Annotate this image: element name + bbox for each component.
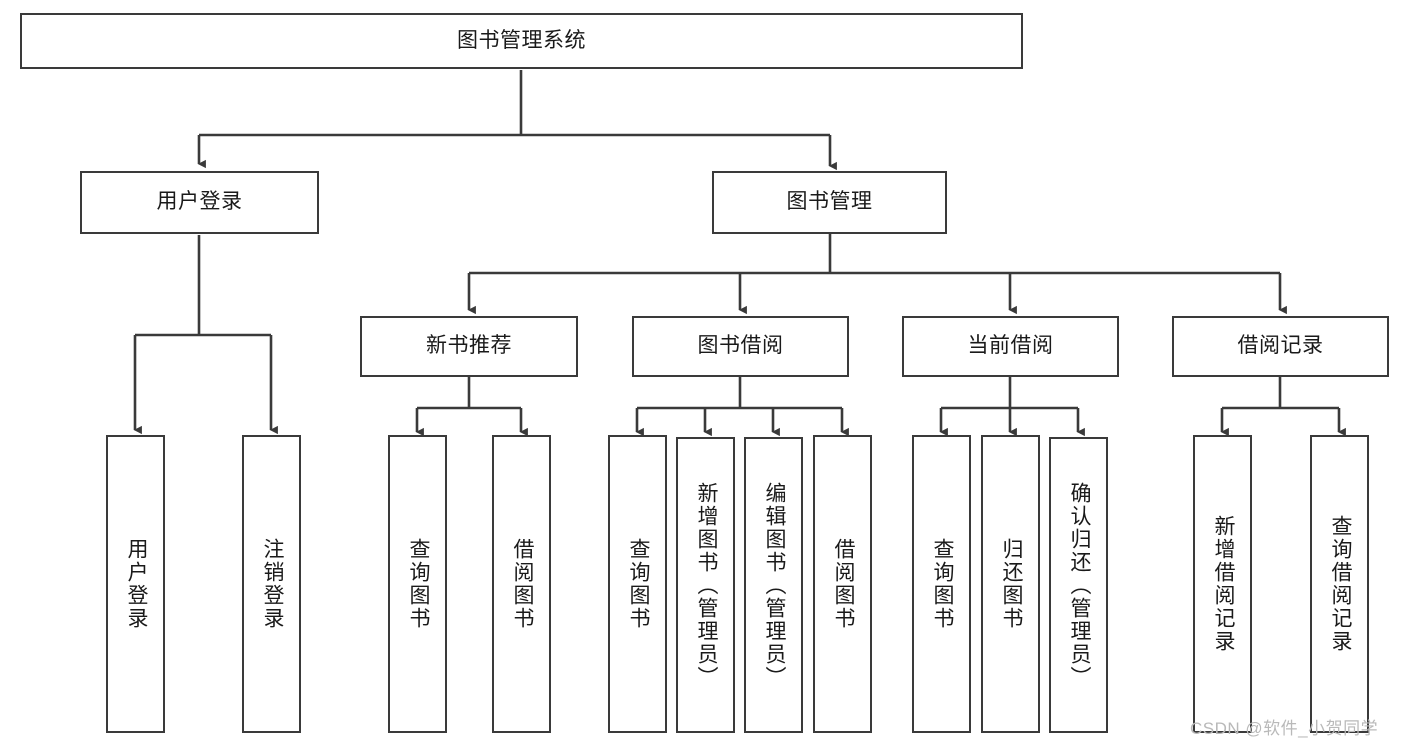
node-current-borrow[interactable]: 当前借阅: [902, 316, 1119, 377]
node-book-borrow[interactable]: 图书借阅: [632, 316, 849, 377]
leaf-add-borrow-record[interactable]: 新增借阅记录: [1193, 435, 1252, 733]
node-book-management[interactable]: 图书管理: [712, 171, 947, 234]
leaf-edit-book-admin-label: 编辑图书（管理员）: [762, 481, 786, 689]
leaf-borrow-book[interactable]: 借阅图书: [813, 435, 872, 733]
leaf-add-book-admin[interactable]: 新增图书（管理员）: [676, 437, 735, 733]
node-root[interactable]: 图书管理系统: [20, 13, 1023, 69]
node-user-login[interactable]: 用户登录: [80, 171, 319, 234]
node-current-borrow-label: 当前借阅: [967, 334, 1054, 358]
node-new-book-recommend[interactable]: 新书推荐: [360, 316, 578, 377]
leaf-edit-book-admin[interactable]: 编辑图书（管理员）: [744, 437, 803, 733]
node-root-label: 图书管理系统: [457, 28, 586, 52]
leaf-query-borrow-record[interactable]: 查询借阅记录: [1310, 435, 1369, 733]
leaf-query-book-recommend-label: 查询图书: [406, 538, 430, 630]
node-user-login-label: 用户登录: [156, 190, 243, 214]
leaf-query-book-current-label: 查询图书: [930, 538, 954, 630]
node-borrow-record-label: 借阅记录: [1237, 334, 1324, 358]
leaf-user-login[interactable]: 用户登录: [106, 435, 165, 733]
leaf-logout-label: 注销登录: [260, 538, 284, 630]
leaf-borrow-book-label: 借阅图书: [831, 538, 855, 630]
node-new-book-recommend-label: 新书推荐: [426, 334, 512, 358]
leaf-query-book-recommend[interactable]: 查询图书: [388, 435, 447, 733]
leaf-confirm-return-admin-label: 确认归还（管理员）: [1067, 481, 1091, 689]
node-book-borrow-label: 图书借阅: [697, 334, 784, 358]
leaf-query-book-current[interactable]: 查询图书: [912, 435, 971, 733]
leaf-user-login-label: 用户登录: [124, 538, 148, 630]
leaf-return-book-label: 归还图书: [999, 538, 1023, 630]
leaf-logout[interactable]: 注销登录: [242, 435, 301, 733]
leaf-add-book-admin-label: 新增图书（管理员）: [694, 481, 718, 689]
leaf-return-book[interactable]: 归还图书: [981, 435, 1040, 733]
leaf-confirm-return-admin[interactable]: 确认归还（管理员）: [1049, 437, 1108, 733]
leaf-query-book-borrow-label: 查询图书: [626, 538, 650, 630]
leaf-query-borrow-record-label: 查询借阅记录: [1328, 515, 1352, 653]
leaf-borrow-book-recommend-label: 借阅图书: [510, 538, 534, 630]
node-borrow-record[interactable]: 借阅记录: [1172, 316, 1389, 377]
leaf-add-borrow-record-label: 新增借阅记录: [1211, 515, 1235, 653]
node-book-management-label: 图书管理: [786, 190, 873, 214]
leaf-borrow-book-recommend[interactable]: 借阅图书: [492, 435, 551, 733]
leaf-query-book-borrow[interactable]: 查询图书: [608, 435, 667, 733]
